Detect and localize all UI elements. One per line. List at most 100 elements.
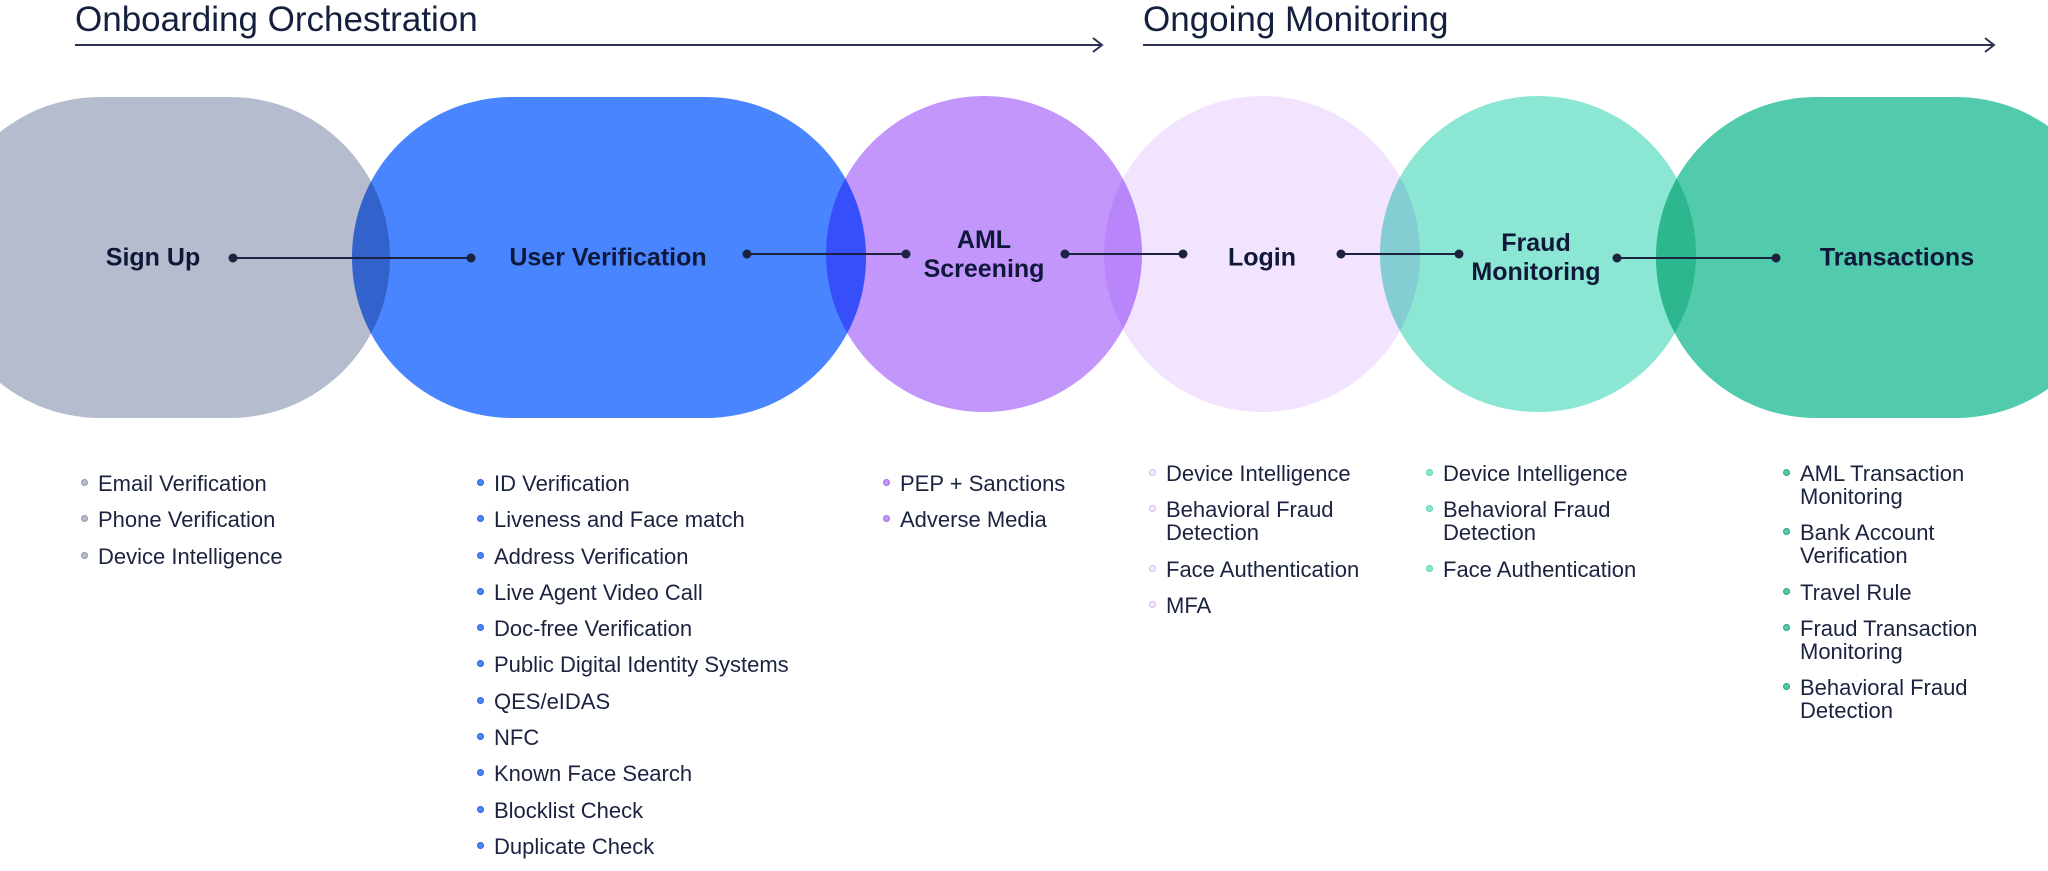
bullet-icon — [1783, 623, 1790, 631]
bullet-icon — [1426, 469, 1433, 476]
bullet-icon — [1149, 469, 1156, 476]
list-item: Bank Account Verification — [1783, 521, 1977, 567]
stage-label-transactions: Transactions — [1819, 243, 1975, 272]
list-item-text: Live Agent Video Call — [494, 579, 703, 605]
stage-shape-fraud-monitoring — [1380, 96, 1696, 412]
list-item-text: MFA — [1166, 592, 1212, 618]
list-item: QES/eIDAS — [477, 690, 789, 713]
bullet-icon — [81, 479, 88, 486]
list-item-text: Device Intelligence — [1443, 461, 1628, 486]
bullet-icon — [477, 551, 484, 559]
stage-shape-aml-screening — [826, 96, 1142, 412]
connector-aml-login — [1060, 249, 1188, 259]
list-item: Duplicate Check — [477, 835, 789, 858]
list-item-text: Known Face Search — [494, 761, 693, 787]
list-item-text: Duplicate Check — [494, 833, 655, 859]
list-item: Live Agent Video Call — [477, 581, 789, 604]
list-item: Device Intelligence — [1149, 462, 1359, 485]
list-item: Adverse Media — [883, 508, 1065, 531]
list-item-text: Travel Rule — [1800, 579, 1912, 605]
list-item: Behavioral Fraud Detection — [1783, 676, 1977, 722]
phase-arrow-monitoring — [1143, 37, 1996, 53]
list-item-text: Device Intelligence — [1166, 461, 1351, 486]
list-item-text: Device Intelligence — [98, 543, 283, 569]
list-item-text: NFC — [494, 725, 540, 751]
stage-shape-transactions — [1656, 97, 2048, 418]
bullet-icon — [1783, 587, 1790, 595]
phase-title-monitoring: Ongoing Monitoring — [1143, 0, 1449, 39]
bullet-icon — [1783, 528, 1790, 536]
list-item: NFC — [477, 726, 789, 749]
bullet-icon — [477, 733, 484, 741]
list-item: Address Verification — [477, 545, 789, 568]
stage-label-login: Login — [1227, 243, 1297, 272]
list-item: Doc-free Verification — [477, 617, 789, 640]
bullet-icon — [1149, 505, 1156, 513]
bullet-icon — [477, 515, 484, 523]
list-item-text: ID Verification — [494, 471, 630, 496]
list-item: Device Intelligence — [1426, 462, 1636, 485]
list-item-text: Phone Verification — [98, 507, 276, 533]
list-item-text: Doc-free Verification — [494, 616, 693, 642]
connector-fraud-transactions — [1612, 253, 1781, 263]
bullet-icon — [1783, 469, 1790, 476]
phase-title-onboarding: Onboarding Orchestration — [75, 0, 478, 39]
bullet-icon — [81, 551, 88, 559]
list-item: Phone Verification — [81, 508, 283, 531]
connector-signup-verification — [228, 253, 476, 263]
stage-label-user-verification: User Verification — [509, 243, 707, 272]
list-item: Blocklist Check — [477, 799, 789, 822]
bullet-icon — [477, 587, 484, 595]
list-item: Email Verification — [81, 472, 283, 495]
list-item-text: Liveness and Face match — [494, 507, 745, 533]
list-item-text: Email Verification — [98, 471, 267, 496]
list-item: Face Authentication — [1426, 558, 1636, 581]
list-item: ID Verification — [477, 472, 789, 495]
bullet-icon — [1149, 600, 1156, 608]
bullet-icon — [477, 805, 484, 813]
list-item: Public Digital Identity Systems — [477, 653, 789, 676]
list-item: AML Transaction Monitoring — [1783, 462, 1977, 508]
stage-shape-user-verification — [352, 97, 866, 418]
stage-shape-login — [1104, 96, 1420, 412]
list-item-text: Address Verification — [494, 543, 689, 569]
list-item: Behavioral Fraud Detection — [1149, 498, 1359, 544]
list-item-text: Face Authentication — [1166, 556, 1360, 582]
bullet-icon — [1783, 683, 1790, 691]
list-item: Fraud Transaction Monitoring — [1783, 617, 1977, 663]
list-item-text: Behavioral Fraud Detection — [1166, 497, 1334, 546]
bullet-icon — [477, 696, 484, 704]
list-item-text: Fraud Transaction Monitoring — [1800, 615, 1978, 664]
list-item: Known Face Search — [477, 762, 789, 785]
stage-label-sign-up: Sign Up — [105, 243, 201, 272]
bullet-icon — [477, 841, 484, 849]
list-item: Face Authentication — [1149, 558, 1359, 581]
list-item-text: Blocklist Check — [494, 797, 644, 823]
bullet-icon — [477, 624, 484, 632]
list-item: Behavioral Fraud Detection — [1426, 498, 1636, 544]
bullet-icon — [1426, 505, 1433, 513]
stage-shape-sign-up — [0, 97, 390, 418]
list-item-text: Behavioral Fraud Detection — [1443, 497, 1611, 546]
list-item-text: Behavioral Fraud Detection — [1800, 675, 1968, 724]
list-item: PEP + Sanctions — [883, 472, 1065, 495]
list-item-text: Face Authentication — [1443, 556, 1637, 582]
stage-label-aml-screening: AML Screening — [923, 226, 1045, 283]
list-item-text: AML Transaction Monitoring — [1800, 461, 1965, 509]
bullet-icon — [477, 479, 484, 486]
bullet-icon — [81, 515, 88, 523]
bullet-icon — [883, 515, 890, 523]
list-item: Travel Rule — [1783, 581, 1977, 604]
list-item: Device Intelligence — [81, 545, 283, 568]
bullet-icon — [883, 479, 890, 486]
list-item-text: Public Digital Identity Systems — [494, 652, 789, 678]
list-item-text: PEP + Sanctions — [900, 471, 1066, 496]
list-item-text: Bank Account Verification — [1800, 520, 1935, 569]
